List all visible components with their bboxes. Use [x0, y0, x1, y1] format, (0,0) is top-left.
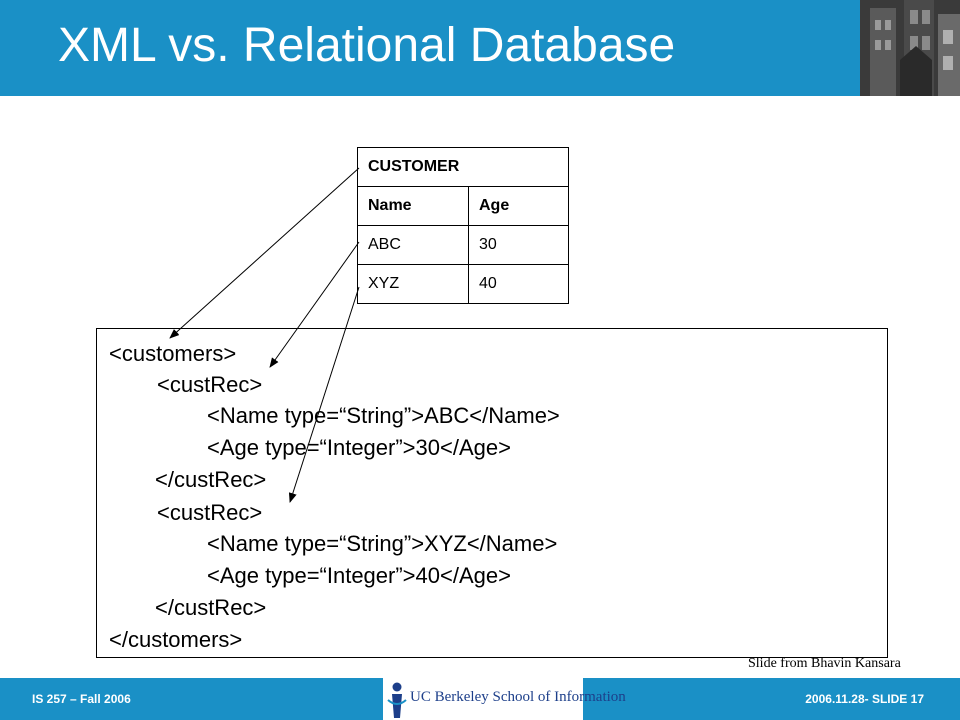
slide-credit: Slide from Bhavin Kansara: [748, 656, 901, 671]
xml-line: </custRec>: [155, 467, 267, 492]
xml-line: <custRec>: [157, 500, 263, 525]
xml-line: <Name type=“String”>XYZ</Name>: [207, 531, 558, 556]
footer-slide-number: 2006.11.28- SLIDE 17: [805, 692, 924, 706]
arrow-name-to-custrec: [269, 241, 360, 368]
ischool-logo-icon: UC Berkeley School of Information: [383, 678, 626, 720]
column-header-age: Age: [468, 186, 569, 226]
table-cell: 40: [468, 264, 569, 304]
xml-line: <Name type=“String”>ABC</Name>: [207, 403, 560, 428]
arrow-age-to-custrec: [288, 286, 360, 503]
xml-code-box: <customers> <custRec> <Name type=“String…: [96, 328, 888, 658]
xml-line: </custRec>: [155, 595, 267, 620]
xml-line: <customers>: [109, 341, 237, 366]
building-photo-icon: [860, 0, 960, 96]
footer-course: IS 257 – Fall 2006: [32, 692, 131, 706]
xml-line: </customers>: [109, 627, 243, 652]
table-cell: XYZ: [357, 264, 469, 304]
xml-line: <custRec>: [157, 372, 263, 397]
xml-line: <Age type=“Integer”>40</Age>: [207, 563, 511, 588]
table-caption: CUSTOMER: [357, 147, 569, 187]
slide-footer: IS 257 – Fall 2006 UC Berkeley School of…: [0, 678, 960, 720]
arrow-customer-to-customers: [169, 167, 360, 339]
slide-header: XML vs. Relational Database: [0, 0, 960, 96]
table-cell: ABC: [357, 225, 469, 265]
footer-logo-text: UC Berkeley School of Information: [410, 689, 626, 705]
slide-title: XML vs. Relational Database: [58, 19, 676, 72]
xml-line: <Age type=“Integer”>30</Age>: [207, 435, 511, 460]
customer-table: CUSTOMER Name Age ABC 30 XYZ 40: [357, 147, 569, 304]
column-header-name: Name: [357, 186, 469, 226]
